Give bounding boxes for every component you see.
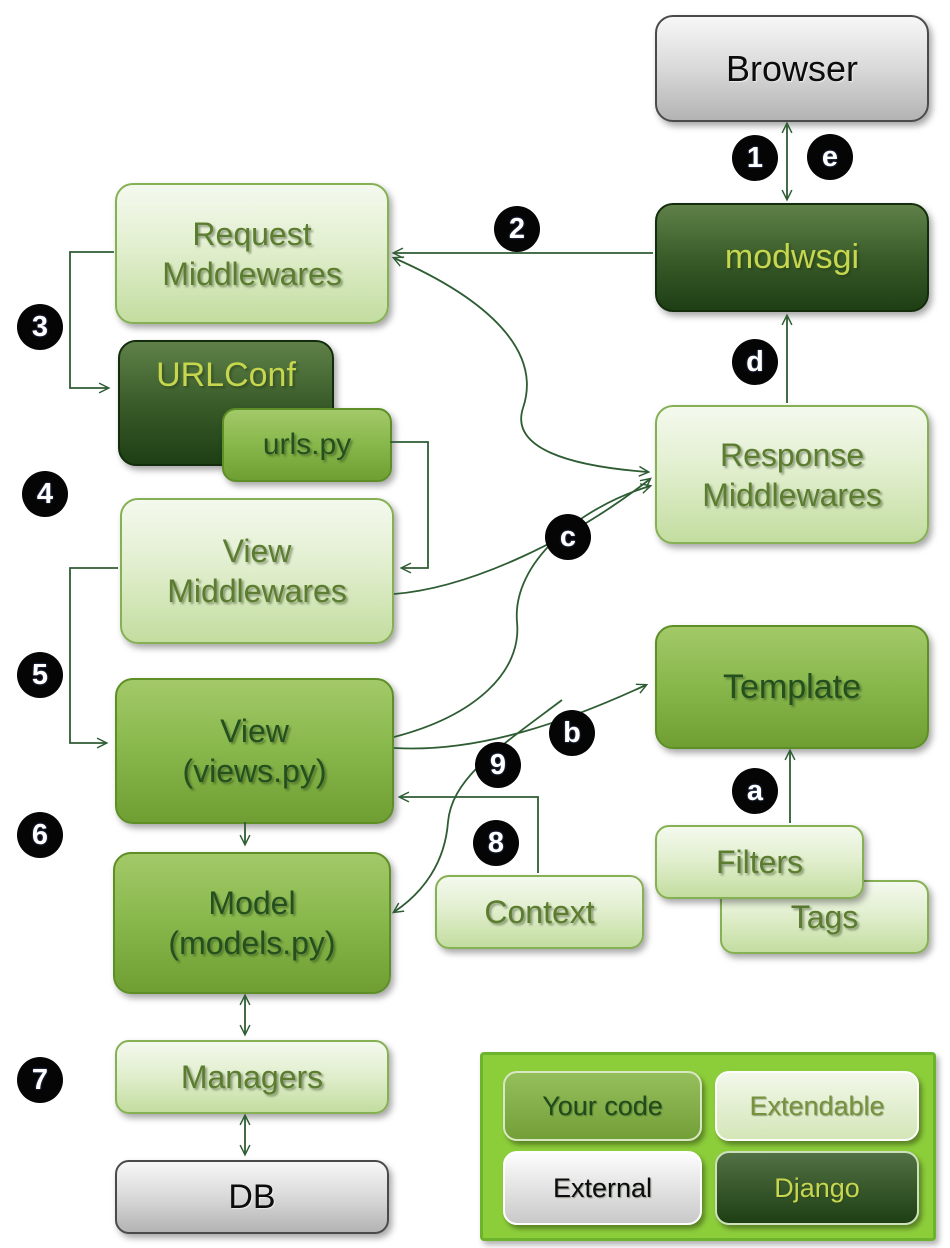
node-response-middlewares: Response Middlewares (655, 405, 929, 544)
badge-step-a-text: a (746, 774, 764, 807)
badge-step-9-text: 9 (489, 748, 507, 781)
edge-viewmw-view (69, 567, 118, 743)
node-request-middlewares: Request Middlewares (115, 183, 389, 324)
legend-item-django-label: Django (774, 1172, 860, 1203)
node-filters-label: Filters (715, 844, 804, 880)
node-view-middlewares-label: View Middlewares (167, 533, 347, 609)
node-model-label: Model (models.py) (168, 885, 336, 961)
node-response-middlewares-label: Response Middlewares (702, 436, 882, 513)
badge-step-e-text: e (821, 140, 839, 173)
legend-item-your-code-label: Your code (542, 1090, 663, 1121)
badge-step-3-text: 3 (31, 310, 49, 343)
edge-view-template (393, 685, 646, 750)
badge-step-1: 1 (732, 135, 778, 181)
badge-step-d: d (732, 339, 778, 385)
legend-item-extendable: Extendable (715, 1071, 919, 1141)
badge-step-6: 6 (17, 812, 63, 858)
badge-step-9: 9 (475, 742, 521, 788)
edge-urlspy-viewmw (390, 441, 429, 568)
node-db: DB (115, 1160, 389, 1234)
node-context-label: Context (484, 894, 595, 930)
badge-step-b-text: b (563, 716, 581, 749)
badge-step-5-text: 5 (31, 658, 49, 691)
legend-item-your-code: Your code (503, 1071, 702, 1141)
badge-step-1-text: 1 (746, 141, 764, 174)
badge-step-3: 3 (17, 304, 63, 350)
node-view-label: View (views.py) (182, 713, 327, 789)
node-modwsgi-label: modwsgi (724, 238, 860, 277)
badge-step-7: 7 (17, 1057, 63, 1103)
badge-step-c: c (545, 514, 591, 560)
node-request-middlewares-label: Request Middlewares (162, 215, 342, 292)
node-managers-label: Managers (180, 1059, 324, 1095)
node-urls-py-label: urls.py (262, 428, 352, 462)
badge-step-6-text: 6 (31, 818, 49, 851)
badge-step-8: 8 (473, 820, 519, 866)
node-template: Template (655, 625, 929, 749)
badge-step-4-text: 4 (36, 477, 54, 510)
node-view-middlewares: View Middlewares (120, 498, 394, 644)
edge-view-responsemw (393, 486, 650, 738)
node-browser-label: Browser (725, 48, 859, 89)
node-context: Context (435, 875, 644, 949)
node-browser: Browser (655, 15, 929, 122)
node-urlconf-label: URLConf (156, 356, 296, 394)
node-db-label: DB (228, 1177, 276, 1216)
legend-item-extendable-label: Extendable (749, 1090, 885, 1121)
badge-step-2: 2 (494, 206, 540, 252)
badge-step-4: 4 (22, 471, 68, 517)
node-managers: Managers (115, 1040, 389, 1114)
node-view: View (views.py) (115, 678, 394, 824)
badge-step-8-text: 8 (487, 826, 505, 859)
badge-step-2-text: 2 (508, 212, 526, 245)
badge-step-e: e (807, 134, 853, 180)
badge-step-b: b (549, 710, 595, 756)
legend-item-external: External (503, 1151, 702, 1225)
edge-viewmw-responsemw (393, 479, 650, 595)
badge-step-7-text: 7 (31, 1063, 49, 1096)
legend-item-external-label: External (552, 1172, 653, 1203)
edge-requestmw-urlconf (69, 251, 114, 388)
node-tags-label: Tags (790, 899, 859, 935)
edge-requestmw-responsemw (394, 258, 648, 472)
node-model: Model (models.py) (113, 852, 391, 994)
badge-step-a: a (732, 768, 778, 814)
badge-step-5: 5 (17, 652, 63, 698)
node-template-label: Template (723, 667, 861, 706)
node-filters: Filters (655, 825, 864, 899)
node-modwsgi: modwsgi (655, 203, 929, 312)
node-urls-py: urls.py (222, 408, 392, 482)
badge-step-d-text: d (746, 345, 764, 378)
badge-step-c-text: c (559, 520, 577, 553)
legend-panel: Your code Extendable External Django (480, 1052, 936, 1241)
legend-item-django: Django (715, 1151, 919, 1225)
